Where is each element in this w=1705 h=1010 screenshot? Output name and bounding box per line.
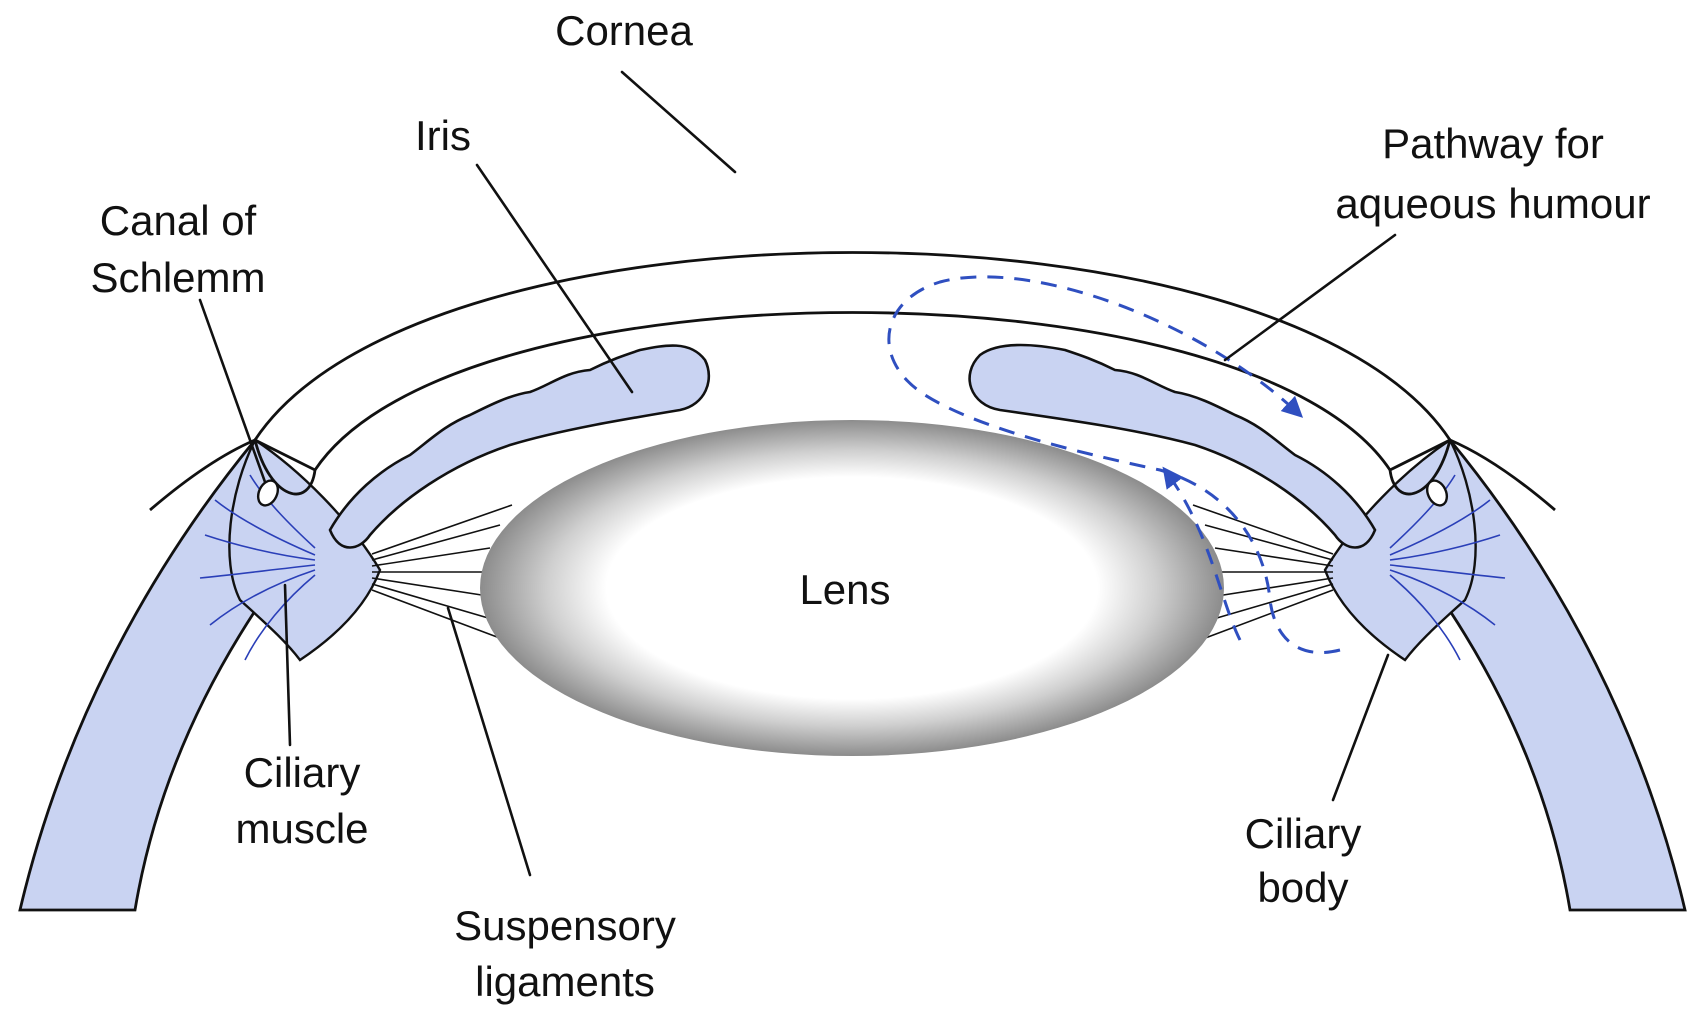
label-ciliary-body-line1: Ciliary xyxy=(1245,810,1362,857)
label-pathway-line1: Pathway for xyxy=(1382,120,1604,167)
leader-ciliary-body xyxy=(1333,655,1388,800)
label-ciliary-muscle-line1: Ciliary xyxy=(244,749,361,796)
label-suspensory-line2: ligaments xyxy=(475,958,655,1005)
label-iris: Iris xyxy=(415,112,471,159)
leader-canal xyxy=(200,300,265,482)
label-ciliary-body-line2: body xyxy=(1257,864,1348,911)
label-canal-line1: Canal of xyxy=(100,197,257,244)
label-cornea: Cornea xyxy=(555,7,693,54)
label-ciliary-muscle-line2: muscle xyxy=(235,805,368,852)
leader-cornea xyxy=(622,72,735,172)
label-pathway-line2: aqueous humour xyxy=(1335,180,1650,227)
label-lens: Lens xyxy=(799,566,890,613)
label-suspensory-line1: Suspensory xyxy=(454,902,676,949)
label-canal-line2: Schlemm xyxy=(90,254,265,301)
